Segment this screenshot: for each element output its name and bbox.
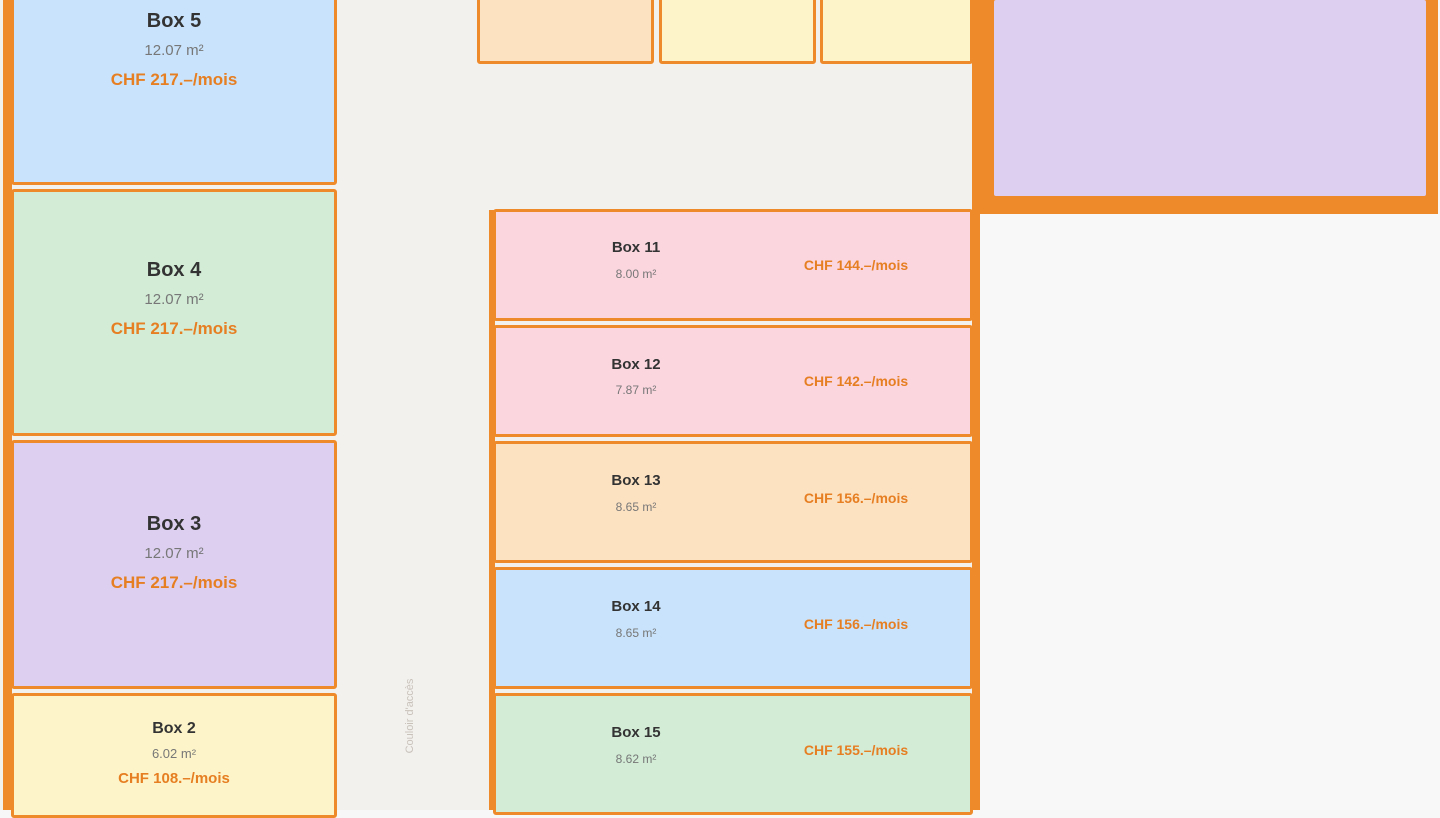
box-area: 8.62 m² [615, 752, 657, 766]
box-price: CHF 142.–/mois [803, 373, 909, 389]
box-name: Box 12 [611, 356, 661, 373]
inner-wall [489, 210, 495, 810]
box-price: CHF 217.–/mois [110, 319, 238, 338]
box-area: 8.00 m² [615, 267, 657, 281]
box-14[interactable]: Box 14 8.65 m² CHF 156.–/mois [493, 567, 973, 689]
top-box-3[interactable] [820, 0, 973, 64]
box-name: Box 13 [611, 472, 661, 489]
box-price: CHF 155.–/mois [803, 742, 909, 758]
box-area: 12.07 m² [144, 42, 204, 59]
box-15[interactable]: Box 15 8.62 m² CHF 155.–/mois [493, 693, 973, 815]
box-4[interactable]: Box 4 12.07 m² CHF 217.–/mois [11, 189, 337, 436]
box-price: CHF 217.–/mois [110, 573, 238, 592]
box-area: 12.07 m² [144, 291, 204, 308]
box-price: CHF 144.–/mois [803, 257, 909, 273]
box-area: 6.02 m² [151, 746, 197, 761]
box-price: CHF 156.–/mois [803, 490, 909, 506]
box-area: 12.07 m² [144, 545, 204, 562]
box-2[interactable]: Box 2 6.02 m² CHF 108.–/mois [11, 693, 337, 818]
box-name: Box 4 [146, 259, 202, 281]
box-price: CHF 108.–/mois [118, 770, 230, 787]
box-name: Box 2 [152, 720, 196, 737]
right-block-wall [972, 0, 980, 810]
large-room[interactable] [994, 0, 1426, 196]
top-box-2[interactable] [659, 0, 816, 64]
top-box-1[interactable] [477, 0, 654, 64]
corridor-label: Couloir d'accès [404, 678, 416, 754]
box-name: Box 14 [611, 598, 661, 615]
box-name: Box 5 [146, 10, 202, 32]
box-area: 7.87 m² [615, 383, 657, 397]
box-price: CHF 217.–/mois [110, 70, 238, 89]
outside-area [980, 214, 1440, 810]
box-5[interactable]: Box 5 12.07 m² CHF 217.–/mois [11, 0, 337, 185]
left-wall [3, 0, 12, 810]
box-12[interactable]: Box 12 7.87 m² CHF 142.–/mois [493, 325, 973, 437]
box-area: 8.65 m² [615, 500, 657, 514]
box-price: CHF 156.–/mois [803, 616, 909, 632]
box-11[interactable]: Box 11 8.00 m² CHF 144.–/mois [493, 209, 973, 321]
box-name: Box 15 [611, 724, 661, 741]
box-name: Box 3 [146, 513, 202, 535]
box-area: 8.65 m² [615, 626, 657, 640]
box-13[interactable]: Box 13 8.65 m² CHF 156.–/mois [493, 441, 973, 563]
box-name: Box 11 [611, 239, 661, 256]
box-3[interactable]: Box 3 12.07 m² CHF 217.–/mois [11, 440, 337, 689]
